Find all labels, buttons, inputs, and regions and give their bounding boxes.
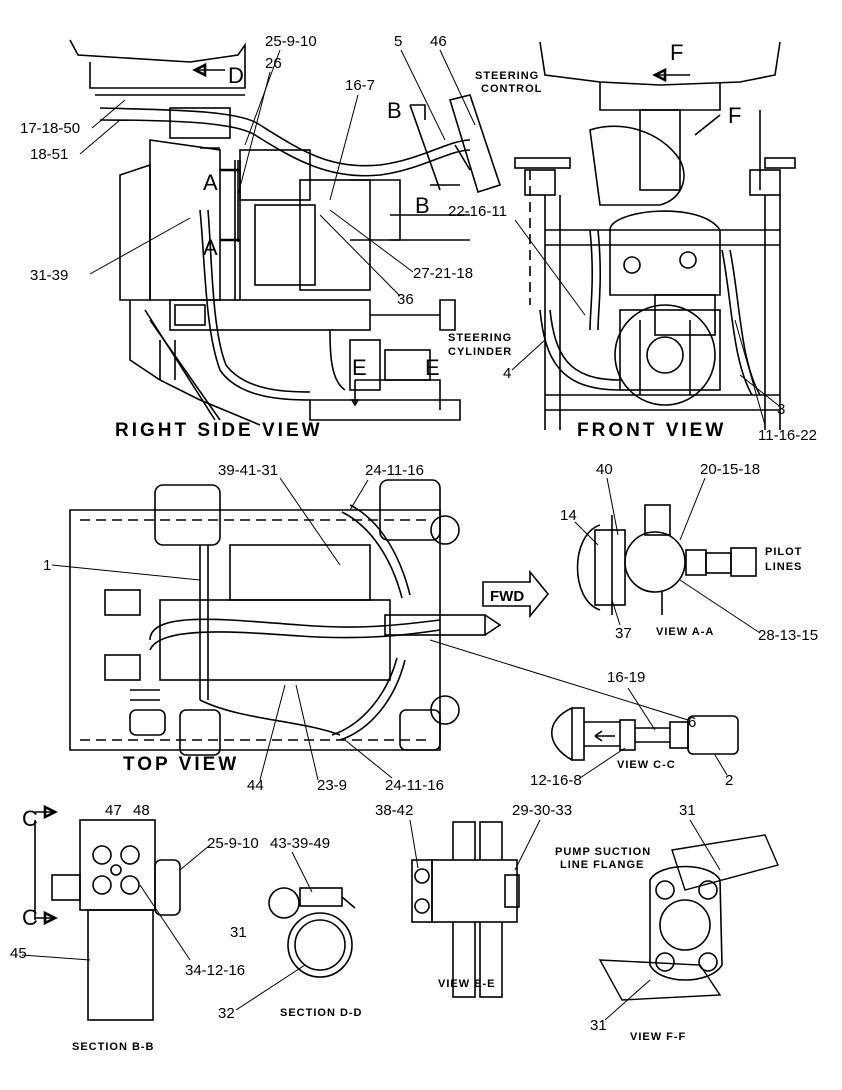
callout-11-16-22: 11-16-22 [758, 427, 817, 444]
view-a-a [576, 504, 757, 615]
callout-2: 2 [725, 772, 733, 789]
callout-36: 36 [397, 291, 414, 308]
pump-suction-note-line2: LINE FLANGE [560, 859, 644, 871]
steering-cylinder-note-line1: STEERING [448, 332, 512, 344]
view-e-e-title: VIEW E-E [438, 978, 496, 990]
callout-47: 47 [105, 802, 122, 819]
view-f-f-title: VIEW F-F [630, 1031, 686, 1043]
front-view [514, 41, 796, 430]
section-letter-c-top: C [22, 806, 38, 831]
view-f-f-callouts: 31 31 [590, 802, 721, 1034]
callout-31-d: 31 [230, 924, 247, 941]
callout-34-12-16: 34-12-16 [185, 962, 245, 979]
callout-25-9-10-b: 25-9-10 [207, 835, 259, 852]
callout-39-41-31: 39-41-31 [218, 462, 278, 479]
callout-4: 4 [503, 365, 511, 382]
top-view-callouts: 39-41-31 24-11-16 1 6 44 23-9 24-11-16 [43, 462, 696, 794]
view-c-c [550, 707, 739, 761]
right-side-callouts: 25-9-10 26 16-7 5 46 17-18-50 18-51 31-3… [20, 33, 476, 308]
callout-31-39: 31-39 [30, 267, 68, 284]
callout-27-21-18: 27-21-18 [413, 265, 473, 282]
callout-12-16-8: 12-16-8 [530, 772, 582, 789]
front-view-title: FRONT VIEW [577, 420, 726, 441]
section-d-d-callouts: 43-39-49 31 32 [218, 835, 330, 1022]
callout-5: 5 [394, 33, 402, 50]
pump-suction-note-line1: PUMP SUCTION [555, 846, 651, 858]
view-e-e-callouts: 38-42 29-30-33 [375, 802, 572, 871]
view-e-e [411, 821, 520, 998]
callout-17-18-50: 17-18-50 [20, 120, 80, 137]
callout-22-16-11: 22-16-11 [448, 203, 507, 220]
callout-40: 40 [596, 461, 613, 478]
callout-29-30-33: 29-30-33 [512, 802, 572, 819]
callout-44: 44 [247, 777, 264, 794]
front-view-callouts: 22-16-11 4 3 11-16-22 [448, 203, 817, 444]
top-view-title: TOP VIEW [123, 754, 239, 775]
section-b-b-title: SECTION B-B [72, 1041, 155, 1053]
callout-6: 6 [688, 714, 696, 731]
section-letter-f-right: F [728, 103, 741, 128]
pilot-lines-note-line1: PILOT [765, 546, 802, 558]
callout-16-7: 16-7 [345, 77, 375, 94]
section-b-b-callouts: 47 48 25-9-10 34-12-16 45 [10, 802, 259, 979]
callout-23-9: 23-9 [317, 777, 347, 794]
section-d-d [268, 887, 356, 978]
callout-25-9-10: 25-9-10 [265, 33, 317, 50]
view-c-c-title: VIEW C-C [617, 759, 676, 771]
section-letter-a-bottom: A [203, 235, 218, 260]
callout-31-f-top: 31 [679, 802, 696, 819]
callout-28-13-15: 28-13-15 [758, 627, 818, 644]
callout-18-51: 18-51 [30, 146, 68, 163]
right-side-view-title: RIGHT SIDE VIEW [115, 420, 323, 441]
steering-cylinder-note-line2: CYLINDER [448, 346, 512, 358]
view-c-c-callouts: 16-19 2 12-16-8 [530, 669, 733, 789]
view-f-f [598, 834, 779, 1001]
callout-48: 48 [133, 802, 150, 819]
callout-14: 14 [560, 507, 577, 524]
callout-26: 26 [265, 55, 282, 72]
right-side-view [69, 39, 502, 426]
section-letter-e-right: E [425, 355, 440, 380]
callout-32: 32 [218, 1005, 235, 1022]
section-b-b [34, 804, 181, 1021]
callout-38-42: 38-42 [375, 802, 413, 819]
steering-control-note-line2: CONTROL [481, 83, 542, 95]
section-letter-a-top: A [203, 170, 218, 195]
fwd-label: FWD [490, 588, 524, 605]
section-letter-d: D [228, 63, 244, 88]
callout-46: 46 [430, 33, 447, 50]
callout-43-39-49: 43-39-49 [270, 835, 330, 852]
section-letter-b-bottom: B [415, 193, 430, 218]
callout-45: 45 [10, 945, 27, 962]
callout-1: 1 [43, 557, 51, 574]
callout-24-11-16-bottom: 24-11-16 [385, 777, 444, 794]
callout-31-f-bottom: 31 [590, 1017, 607, 1034]
section-letter-e-left: E [352, 355, 367, 380]
callout-20-15-18: 20-15-18 [700, 461, 760, 478]
section-letter-f-top: F [670, 40, 683, 65]
callout-3: 3 [777, 401, 785, 418]
callout-24-11-16-top: 24-11-16 [365, 462, 424, 479]
pilot-lines-note-line2: LINES [765, 561, 802, 573]
section-letter-c-bottom: C [22, 905, 38, 930]
callout-37: 37 [615, 625, 632, 642]
steering-control-note-line1: STEERING [475, 70, 539, 82]
section-letter-b-top: B [387, 98, 402, 123]
top-view [69, 479, 550, 756]
callout-16-19: 16-19 [607, 669, 645, 686]
view-a-a-title: VIEW A-A [656, 626, 714, 638]
view-a-a-callouts: 40 20-15-18 14 37 28-13-15 [560, 461, 818, 644]
section-d-d-title: SECTION D-D [280, 1007, 363, 1019]
